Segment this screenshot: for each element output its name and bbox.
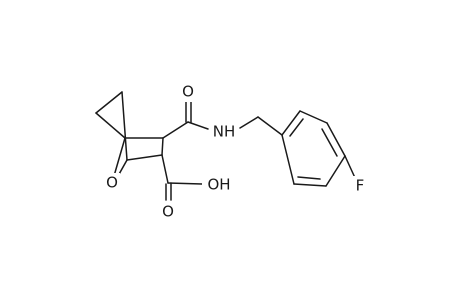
bond-ar2-ar3	[299, 110, 328, 124]
bond-ar6-ar1	[281, 134, 295, 185]
fluorine-label: F	[356, 177, 365, 195]
amide-group	[162, 99, 283, 139]
bond-ar4-ar5	[325, 155, 346, 187]
bridge-oxygen-label: O	[106, 174, 118, 192]
bond-ar3-ar4-inner	[321, 128, 338, 157]
carboxyl-oxygen-label: O	[162, 203, 174, 221]
bond-ar3-ar4	[326, 122, 346, 157]
bond-ar1-ar2-inner	[289, 118, 304, 137]
bond-ar1-ar2	[281, 110, 301, 136]
bond-n-ch2	[239, 116, 259, 129]
bond-c5-c6	[95, 91, 123, 114]
bond-c1-c6	[121, 91, 128, 161]
bond-ar5-ar6	[293, 183, 327, 187]
hydroxyl-label: OH	[207, 176, 230, 194]
bond-c2-c1	[126, 154, 163, 161]
bond-c3-camide	[162, 121, 189, 139]
bond-c2-cacid	[161, 154, 169, 184]
amide-nh-label: NH	[213, 123, 236, 141]
carbonyl-oxygen-label: O	[182, 83, 194, 101]
carboxylic-acid-group	[161, 154, 203, 201]
bond-cacid-oh	[167, 182, 203, 185]
bond-ar5-ar6-inner	[297, 176, 321, 180]
bicyclic-ring	[95, 91, 164, 177]
fluorophenyl-ring	[281, 110, 357, 187]
bond-c5-c4	[95, 112, 126, 139]
bond-c4-o7	[113, 137, 126, 177]
atom-labels: O O NH OH O F	[104, 83, 368, 221]
bond-ch2-ring	[257, 116, 283, 136]
bond-c3-c2	[161, 137, 164, 156]
bond-camide-n	[187, 121, 209, 130]
